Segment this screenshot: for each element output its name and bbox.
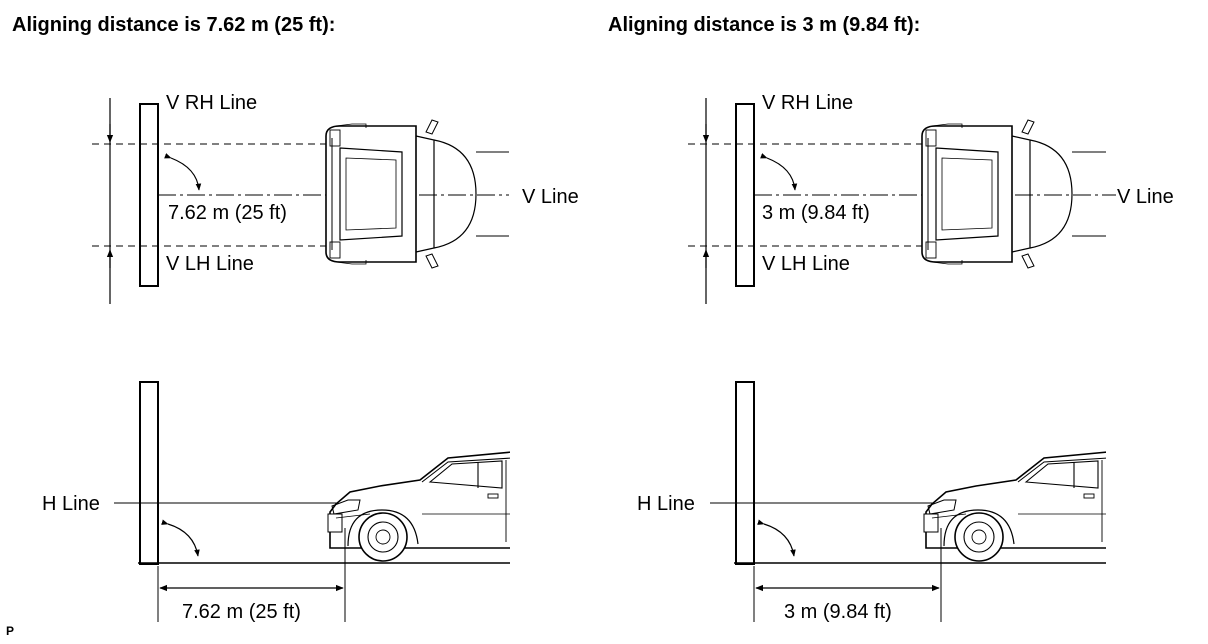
aiming-screen-side — [735, 381, 755, 565]
right-panel: V RH Line 3 m (9.84 ft) V Line V LH Line… — [637, 92, 1208, 623]
right-angle-arc — [760, 153, 798, 191]
v-line-label: V Line — [1117, 186, 1174, 208]
right-angle-arc — [164, 153, 202, 191]
vehicle-top-view — [325, 119, 513, 269]
h-line-label: H Line — [637, 493, 695, 515]
vehicle-side-view — [327, 451, 513, 562]
figure-reference-mark: P — [6, 624, 15, 638]
aiming-screen-side — [139, 381, 159, 565]
distance-label-bottom: 3 m (9.84 ft) — [784, 601, 892, 623]
distance-label-bottom: 7.62 m (25 ft) — [182, 601, 301, 623]
vehicle-side-view — [923, 451, 1109, 562]
aiming-screen-top — [139, 103, 159, 287]
right-panel-heading: Aligning distance is 3 m (9.84 ft): — [608, 14, 921, 36]
right-angle-arc-side — [757, 519, 796, 557]
v-lh-label: V LH Line — [166, 253, 254, 275]
distance-label-top: 7.62 m (25 ft) — [168, 202, 287, 224]
vehicle-top-view — [921, 119, 1109, 269]
v-line-label: V Line — [522, 186, 579, 208]
right-angle-arc-side — [161, 519, 200, 557]
h-line-label: H Line — [42, 493, 100, 515]
v-rh-label: V RH Line — [762, 92, 853, 114]
distance-label-top: 3 m (9.84 ft) — [762, 202, 870, 224]
left-panel: V RH Line 7.62 m (25 ft) V Line V LH Lin… — [42, 92, 579, 623]
aiming-screen-top — [735, 103, 755, 287]
v-rh-label: V RH Line — [166, 92, 257, 114]
v-lh-label: V LH Line — [762, 253, 850, 275]
left-panel-heading: Aligning distance is 7.62 m (25 ft): — [12, 14, 336, 36]
